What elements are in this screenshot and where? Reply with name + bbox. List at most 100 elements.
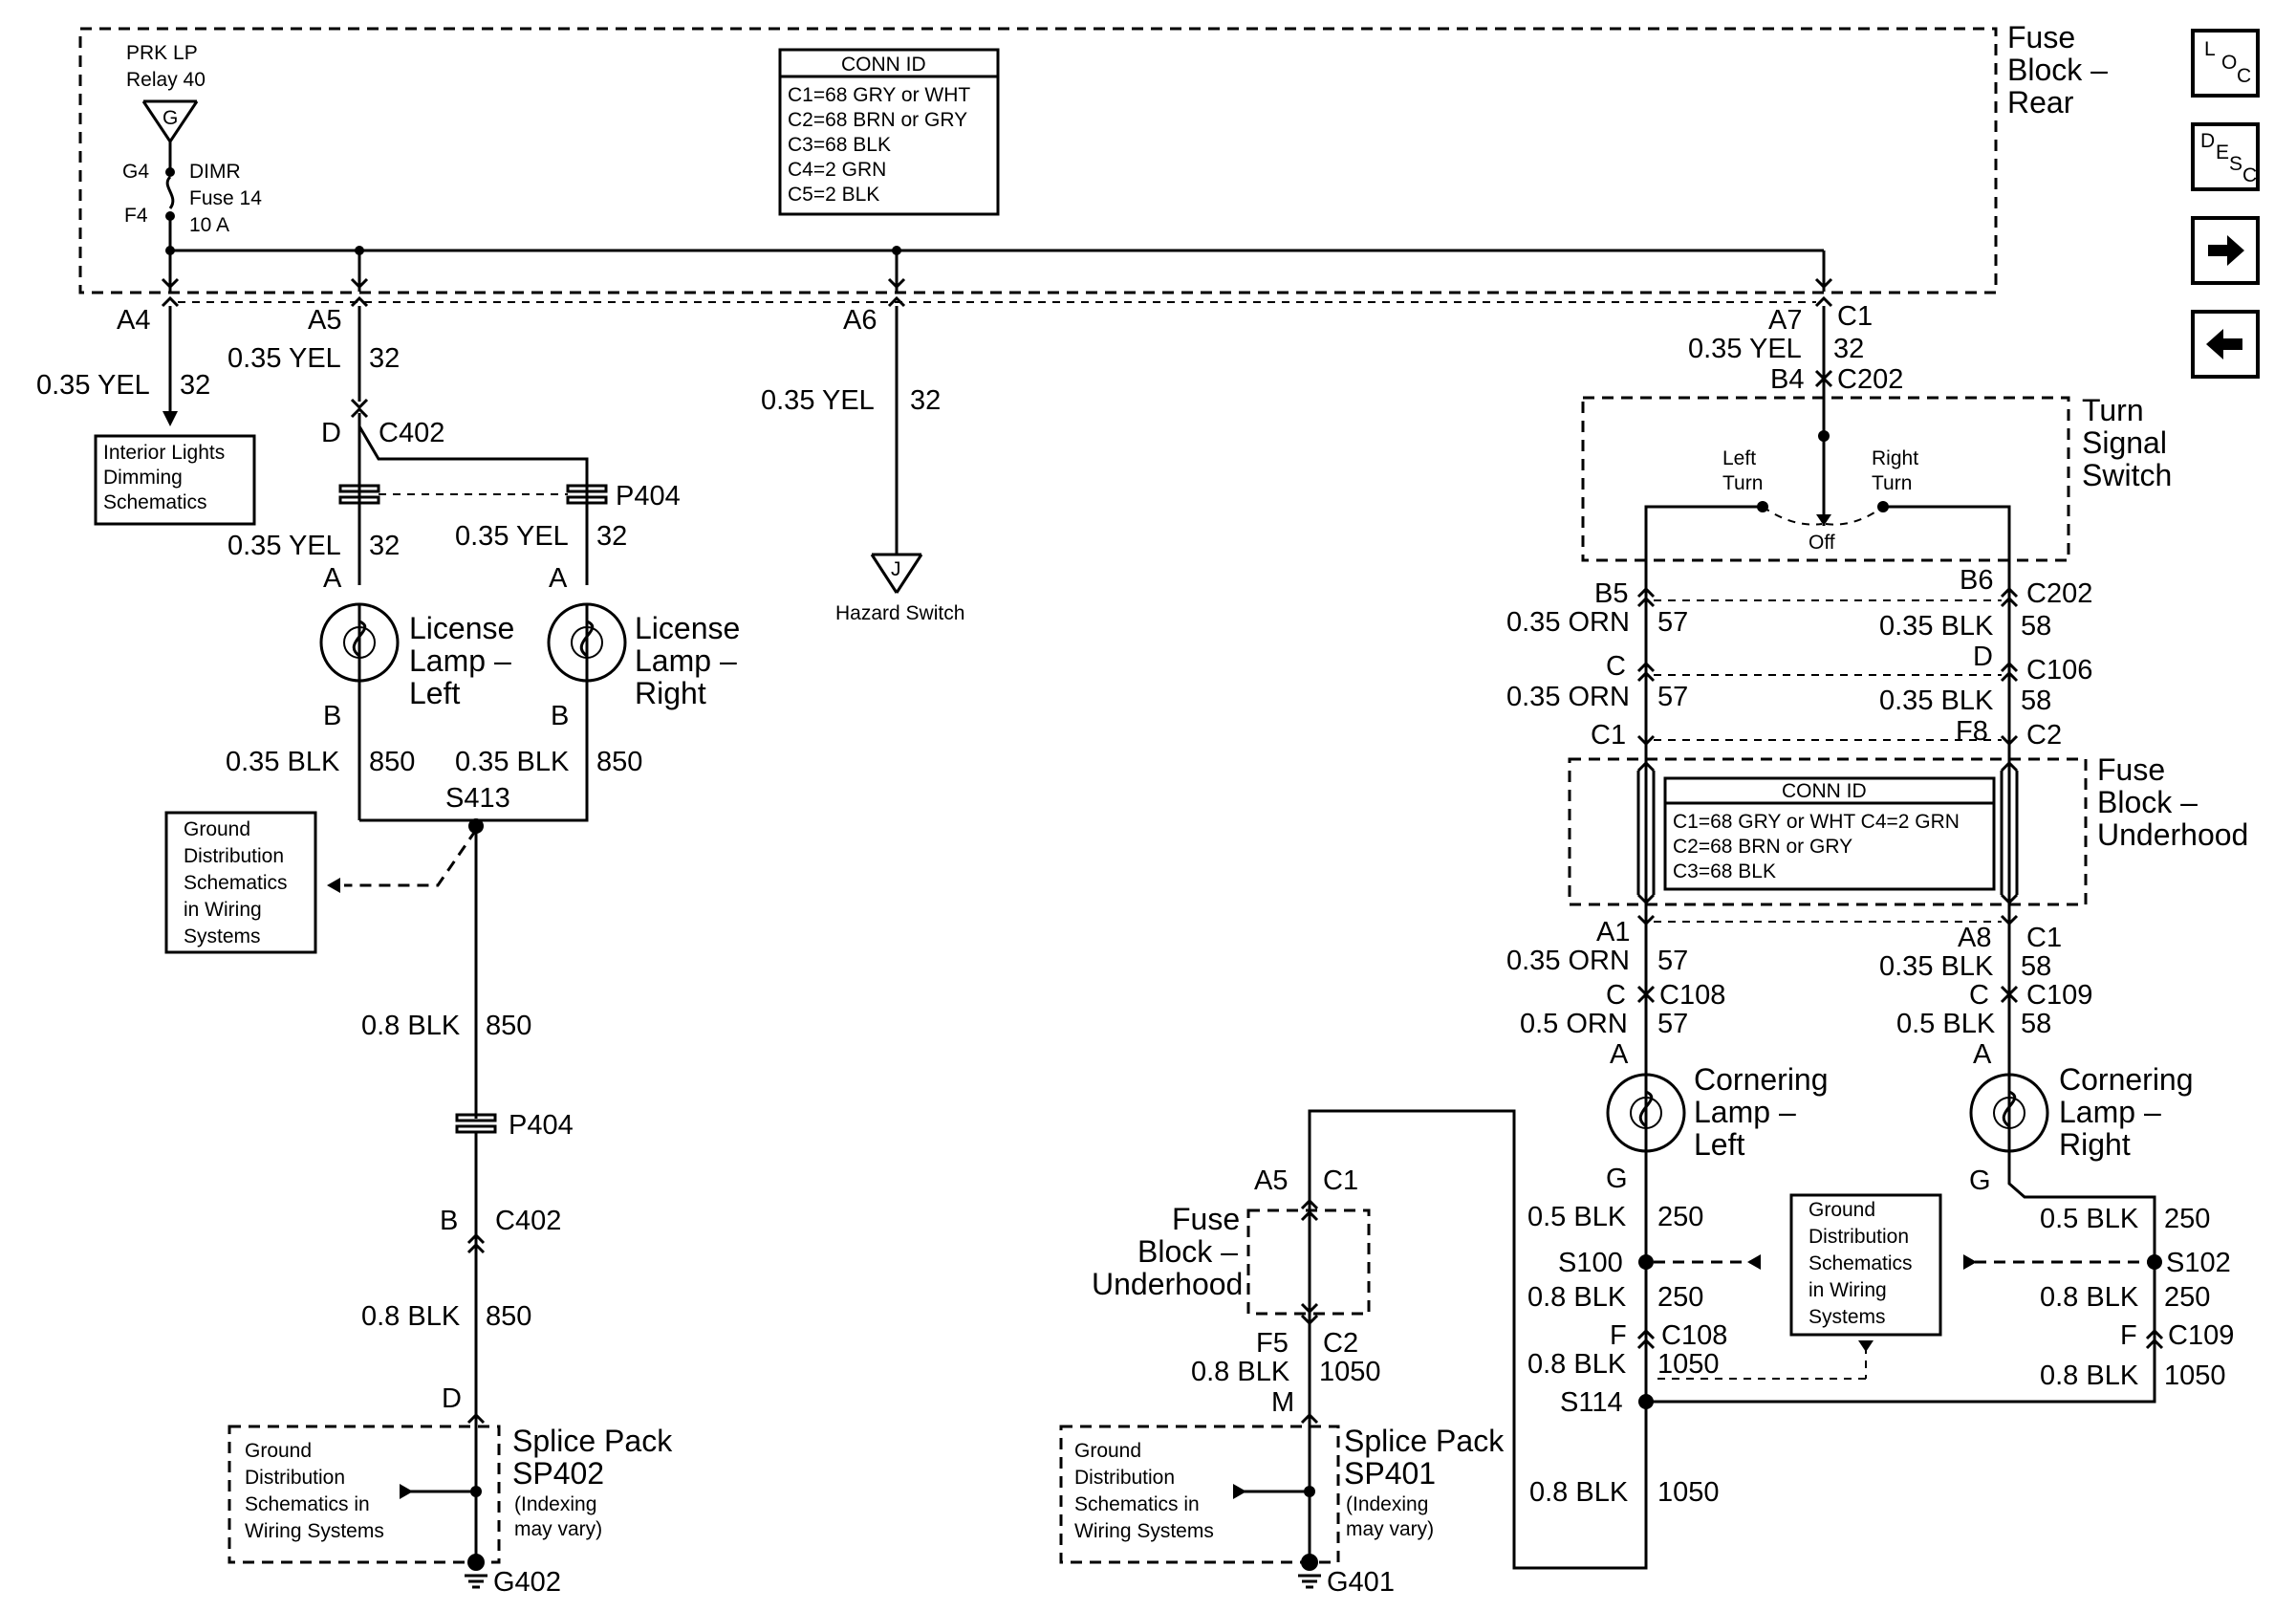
rp-g4: 0.35 BLK <box>1879 951 1994 982</box>
fbs-pin-m: M <box>1271 1387 1294 1418</box>
lp-pin4: A1 <box>1596 917 1630 947</box>
cl-splice: S100 <box>1558 1248 1623 1278</box>
desc-letter: S <box>2229 153 2243 175</box>
fbs-title: Fuse <box>1172 1202 1240 1236</box>
turn-left-label: Left <box>1722 447 1756 469</box>
desc-letter: D <box>2200 130 2216 152</box>
lp-g2: 0.35 ORN <box>1506 682 1630 712</box>
a5-conn-pin: D <box>321 418 341 448</box>
lp-c1: 57 <box>1657 607 1688 638</box>
a5-pin: A5 <box>308 305 341 336</box>
lp-c4: 57 <box>1657 946 1688 976</box>
a6-circuit: 32 <box>910 385 941 416</box>
dimr-pin-f4: F4 <box>124 205 148 227</box>
ground-distribution-center-box[interactable] <box>1789 1193 1942 1337</box>
corner-right-name: Cornering <box>2059 1062 2194 1097</box>
license-left-pin-b: B <box>323 701 341 731</box>
dimr-pin-g4: G4 <box>122 161 149 183</box>
turn-left-label: Turn <box>1722 472 1763 494</box>
fbs-sp-title: Splice Pack <box>1344 1424 1505 1458</box>
fbs-gd: Schematics in <box>1074 1493 1200 1515</box>
fbs-sp-note: may vary) <box>1346 1518 1434 1540</box>
license-left-pin-a: A <box>323 563 342 594</box>
fbs-gauge: 0.8 BLK <box>1191 1357 1290 1387</box>
gd-center: Systems <box>1809 1306 1886 1328</box>
fbs-pin1: A5 <box>1254 1165 1288 1196</box>
conn-id-rear-line: C5=2 BLK <box>788 184 879 206</box>
relay-connector-icon <box>141 99 199 142</box>
a4-gauge: 0.35 YEL <box>36 370 150 401</box>
fuse-block-underhood-outline <box>1568 757 2088 906</box>
cl-pin-f: F <box>1610 1320 1627 1351</box>
cl-c4: 1050 <box>1657 1477 1720 1508</box>
corner-left-name: Cornering <box>1694 1062 1829 1097</box>
ground-g402-icon <box>465 1574 487 1589</box>
a6-dest[interactable]: Hazard Switch <box>835 602 964 624</box>
fuse-block-rear-title-2: Block – <box>2007 53 2108 87</box>
a5-conn: C402 <box>379 418 444 448</box>
a6-dest-conn: J <box>891 558 901 580</box>
gl-sp-title: Splice Pack <box>512 1424 673 1458</box>
gl-gd: Schematics in <box>245 1493 370 1515</box>
a7-circuit: 32 <box>1833 334 1864 364</box>
fbu-line: C2=68 BRN or GRY <box>1673 836 1852 858</box>
cl-c2: 250 <box>1657 1282 1703 1313</box>
cl-g4: 0.8 BLK <box>1529 1477 1629 1508</box>
gl-splice: P404 <box>509 1110 574 1141</box>
license-left-name: Lamp – <box>409 643 511 678</box>
gd-center: Ground <box>1809 1199 1875 1221</box>
cornering-lamp-left-icon <box>1606 1073 1686 1153</box>
fbu-title: Underhood <box>2097 817 2248 852</box>
a7-pin2: B4 <box>1770 364 1804 395</box>
fbs-title: Block – <box>1137 1234 1238 1269</box>
location-button[interactable]: L O C <box>2191 29 2260 98</box>
license-right-pin-a: A <box>549 563 568 594</box>
cr-c3: 1050 <box>2164 1361 2226 1391</box>
prev-button[interactable] <box>2191 310 2260 379</box>
ground-distribution-ref-box[interactable] <box>164 811 317 954</box>
loc-letter: L <box>2204 38 2216 60</box>
cl-c1: 250 <box>1657 1202 1703 1232</box>
loc-letter: C <box>2237 65 2252 87</box>
gd-center: in Wiring <box>1809 1279 1887 1301</box>
cr-pin-f: F <box>2120 1320 2137 1351</box>
gl-circuit2: 850 <box>486 1301 531 1332</box>
cr-g2: 0.8 BLK <box>2040 1282 2139 1313</box>
fbs-conn1: C1 <box>1323 1165 1358 1196</box>
conn-id-rear-line: C1=68 GRY or WHT <box>788 84 970 106</box>
rp-pin2: D <box>1973 642 1993 672</box>
fbs-sp-note: (Indexing <box>1346 1493 1428 1515</box>
rp-c1: 58 <box>2021 611 2051 642</box>
fbu-header: CONN ID <box>1782 780 1867 802</box>
conn-id-rear-line: C3=68 BLK <box>788 134 891 156</box>
ground-g401-icon <box>1298 1574 1321 1589</box>
splice-s102-dot <box>2147 1254 2162 1270</box>
rp-c4: 58 <box>2021 951 2051 982</box>
description-button[interactable]: D E S C <box>2191 122 2260 191</box>
fbu-title: Block – <box>2097 785 2198 819</box>
gl-conn: C402 <box>495 1206 561 1236</box>
lp-c2: 57 <box>1657 682 1688 712</box>
dimr-fuse-icon <box>165 175 175 209</box>
rp-conn4: C1 <box>2026 923 2062 953</box>
rp-conn2: C106 <box>2026 655 2092 686</box>
gd-center: Distribution <box>1809 1226 1909 1248</box>
interior-lights-ref-box[interactable] <box>94 434 256 526</box>
turn-off-label: Off <box>1809 532 1835 554</box>
gl-gd: Ground <box>245 1440 312 1462</box>
next-button[interactable] <box>2191 216 2260 285</box>
fbs-circuit: 1050 <box>1319 1357 1381 1387</box>
cl-s114: S114 <box>1560 1387 1623 1418</box>
fbs-title: Underhood <box>1092 1267 1243 1301</box>
turn-signal-title: Turn <box>2082 393 2144 427</box>
lp-c5: 57 <box>1657 1009 1688 1039</box>
license-left-name: License <box>409 611 514 645</box>
turn-right-label: Right <box>1872 447 1918 469</box>
cr-g3: 0.8 BLK <box>2040 1361 2139 1391</box>
lp-lamp-pin: A <box>1610 1039 1629 1070</box>
lp-pin2: C <box>1606 651 1626 682</box>
cr-c2: 250 <box>2164 1282 2210 1313</box>
rp-c5: 58 <box>2021 1009 2051 1039</box>
gl-conn-pin: B <box>440 1206 458 1236</box>
